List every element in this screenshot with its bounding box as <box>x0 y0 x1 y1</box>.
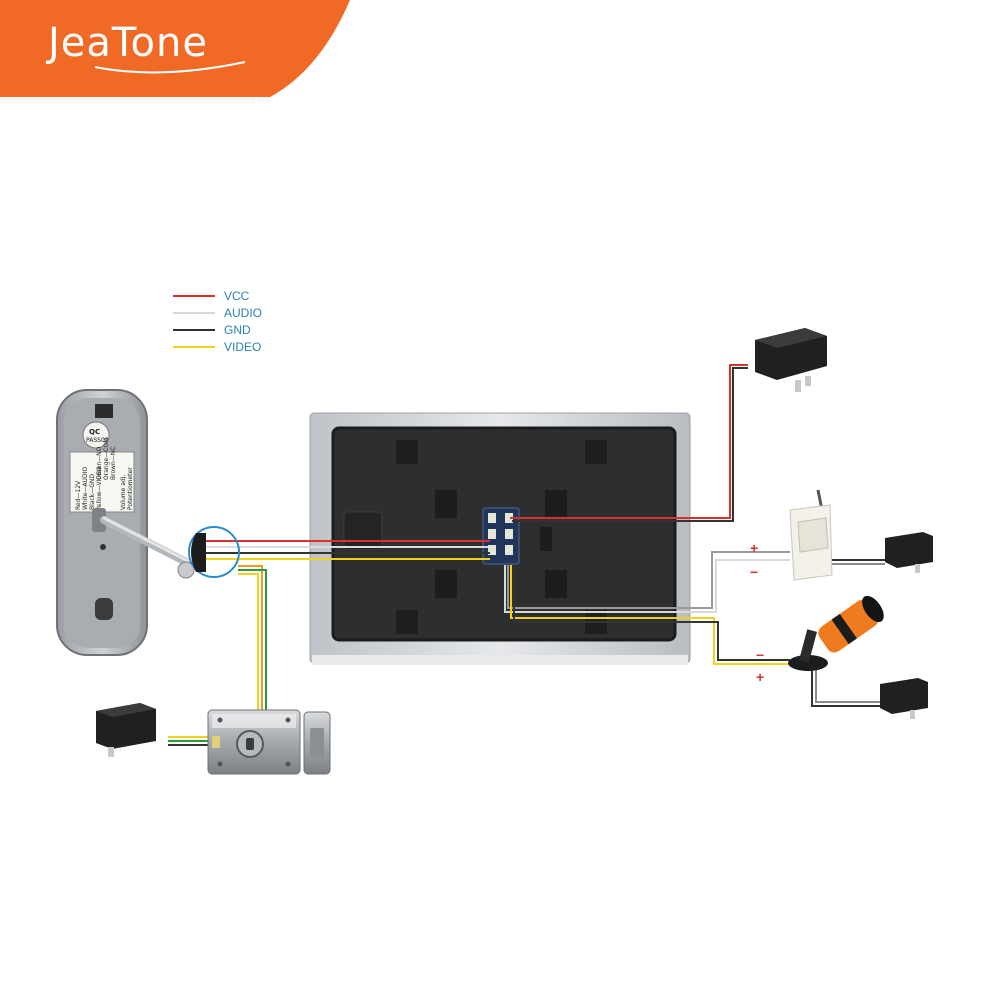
adapter-monitor-prong <box>795 380 801 392</box>
door-station-label-line-6: Orange—COM <box>103 438 110 480</box>
monitor-terminal-3 <box>488 529 496 539</box>
adapter-sensor-body <box>885 532 933 568</box>
wire-monitor-power-black <box>512 367 748 522</box>
door-station-label-line-2: White—AUDIO <box>82 467 89 510</box>
camera-body <box>818 595 884 653</box>
monitor-terminal-2 <box>505 513 513 523</box>
door-station-label-line-5: Green—NO <box>96 446 103 480</box>
monitor-terminal-6 <box>505 545 513 555</box>
door-station-qc-label: QC <box>89 428 100 436</box>
electric-lock-icon <box>207 709 331 775</box>
legend-label-audio: AUDIO <box>224 306 262 320</box>
monitor-vent-bottom-left <box>396 610 418 634</box>
wire-camera-black <box>513 565 790 661</box>
wire-camera-adapter <box>811 668 880 707</box>
power-adapter-icon <box>755 328 827 392</box>
door-station-qc-sticker <box>82 421 110 449</box>
wire-lock-yellow <box>238 573 259 712</box>
door-station-wires <box>188 526 490 712</box>
legend-label-video: VIDEO <box>224 340 261 354</box>
door-station-bracket <box>92 508 106 532</box>
legend-label-vcc: VCC <box>224 289 250 303</box>
door-station-bottom-slot <box>95 598 113 620</box>
door-station-wire-conduit-hi <box>102 516 190 563</box>
door-station-qc-code: PASS02 <box>86 437 109 444</box>
adapter-lock-prong <box>108 747 114 757</box>
cctv-camera-icon <box>788 595 884 671</box>
camera-base <box>788 655 828 671</box>
monitor-terminal-5 <box>488 545 496 555</box>
camera-minus-label: − <box>756 647 764 663</box>
door-station-label-line-4: Yellow—VIDEO <box>96 466 103 511</box>
adapter-camera-body <box>880 678 928 714</box>
monitor-mount-2 <box>545 490 567 518</box>
door-station-screw-hole <box>100 544 106 550</box>
legend-label-gnd: GND <box>224 323 251 337</box>
door-station-label-line-7: Brown—NC <box>110 446 117 480</box>
door-station-mount-hole <box>95 404 113 418</box>
wire-lock-orange <box>238 565 263 712</box>
lock-screw-4 <box>285 761 291 767</box>
adapter-camera-prong <box>910 710 915 719</box>
brand-header: JeaTone <box>0 0 350 97</box>
power-adapter-icon <box>96 703 156 757</box>
power-adapter-icon <box>880 678 928 719</box>
wire-zoom-connector <box>191 533 206 572</box>
camera-lens <box>862 595 884 623</box>
wire-camera-adapter-2 <box>815 668 880 703</box>
wire-sensor-grey <box>507 551 790 609</box>
wire-camera-yellow <box>510 565 790 665</box>
monitor-terminal-4 <box>505 529 513 539</box>
monitor-mount-3 <box>435 570 457 598</box>
monitor-side-slot <box>540 527 552 551</box>
monitor-output-wires <box>168 364 885 746</box>
door-station-wire-conduit <box>100 516 192 567</box>
power-adapter-icon <box>885 532 933 573</box>
sensor-plus-label: + <box>750 540 758 556</box>
lock-body-shade <box>212 714 296 728</box>
motion-sensor-lens <box>797 517 829 553</box>
monitor-mount-4 <box>545 570 567 598</box>
door-station-wire-end <box>177 561 195 579</box>
motion-sensor-icon <box>789 489 833 581</box>
brand-banner <box>0 0 350 97</box>
door-station-label-text: Red—12V White—AUDIO Black—GND Yellow—VID… <box>75 438 134 511</box>
sensor-minus-label: − <box>750 564 758 580</box>
door-station-pot-label: Potentiometer <box>127 467 134 510</box>
monitor-rim <box>331 426 677 642</box>
door-station-volume-label: Volume adj. <box>120 475 127 510</box>
lock-keyhole <box>246 738 254 750</box>
wire-legend: VCC AUDIO GND VIDEO <box>173 289 262 354</box>
monitor-mount-1 <box>435 490 457 518</box>
lock-screw-2 <box>285 717 291 723</box>
lock-strike-slot <box>310 728 324 758</box>
brand-logo-text: JeaTone <box>45 20 208 66</box>
door-station-label-line-1: Red—12V <box>75 480 82 510</box>
wire-sensor-white <box>504 559 790 613</box>
lock-terminal <box>212 736 220 748</box>
monitor-vent-top-left <box>396 440 418 464</box>
door-station-icon: QC PASS02 Red—12V White—AUDIO Black—GND … <box>56 389 195 656</box>
monitor-bottom-lip <box>312 655 688 665</box>
adapter-monitor-prong-2 <box>805 376 811 386</box>
lock-screw-1 <box>217 717 223 723</box>
wire-lock-green <box>238 569 267 712</box>
camera-plus-label: + <box>756 669 764 685</box>
camera-arm <box>799 629 817 663</box>
adapter-monitor-top <box>755 328 827 348</box>
monitor-vent-top-right <box>585 440 607 464</box>
camera-band <box>831 613 857 645</box>
adapter-lock-top <box>96 703 156 717</box>
wire-zoom-circle <box>188 526 240 578</box>
monitor-speaker-grille <box>343 511 383 551</box>
brand-logo-swoosh <box>94 61 246 74</box>
wire-monitor-power-red <box>510 364 748 519</box>
adapter-sensor-prong <box>915 564 920 573</box>
monitor-icon <box>309 412 691 665</box>
monitor-terminal-1 <box>488 513 496 523</box>
lock-screw-3 <box>217 761 223 767</box>
door-station-label-line-3: Black—GND <box>89 474 96 510</box>
